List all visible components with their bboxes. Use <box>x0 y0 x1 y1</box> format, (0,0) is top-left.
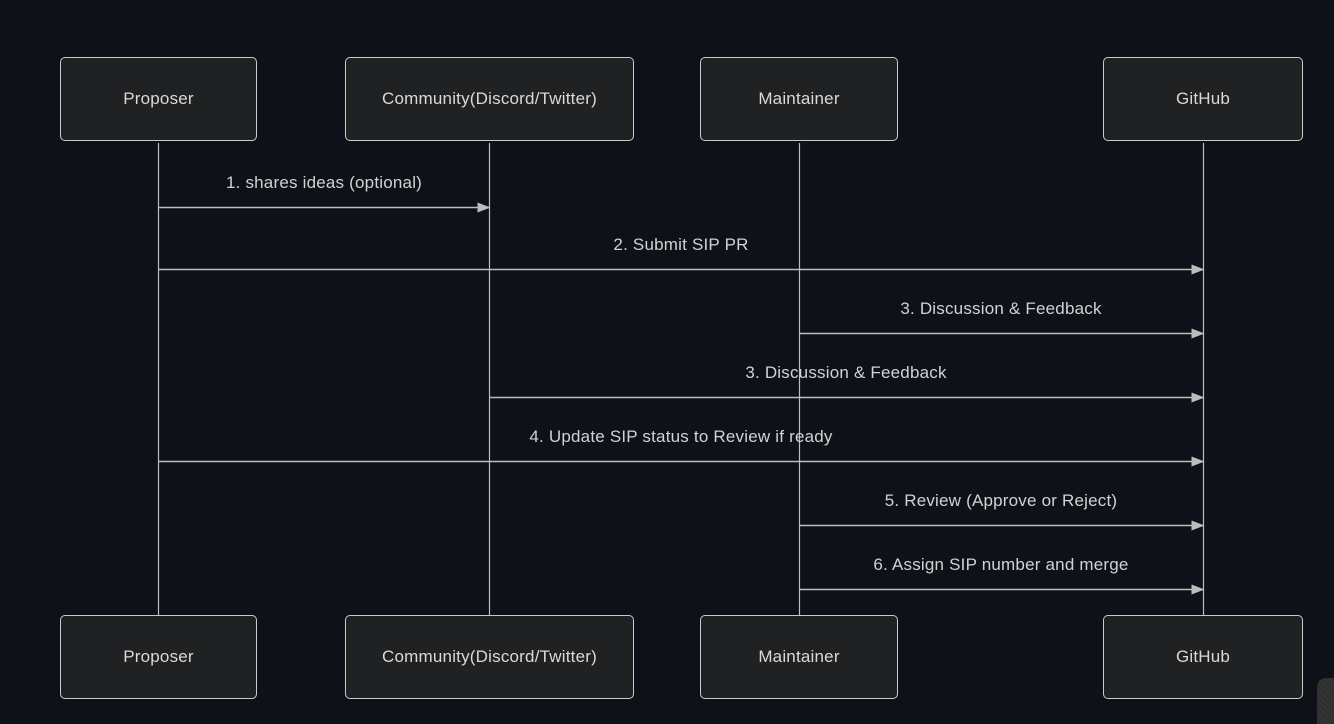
actor-top-community: Community(Discord/Twitter) <box>345 57 634 141</box>
message-label-6: 5. Review (Approve or Reject) <box>884 491 1118 510</box>
message-label-1: 1. shares ideas (optional) <box>225 173 423 192</box>
actor-top-github: GitHub <box>1103 57 1303 141</box>
actor-label: Community(Discord/Twitter) <box>382 89 597 108</box>
actor-label: Maintainer <box>758 89 840 108</box>
actor-bottom-proposer: Proposer <box>60 615 257 699</box>
actor-top-proposer: Proposer <box>60 57 257 141</box>
message-label-7: 6. Assign SIP number and merge <box>873 555 1129 574</box>
scrollbar-thumb[interactable] <box>1317 678 1334 724</box>
actor-bottom-maintainer: Maintainer <box>700 615 898 699</box>
actor-bottom-github: GitHub <box>1103 615 1303 699</box>
actor-label: GitHub <box>1175 647 1231 666</box>
actor-bottom-community: Community(Discord/Twitter) <box>345 615 634 699</box>
message-label-5: 4. Update SIP status to Review if ready <box>529 427 833 446</box>
message-label-3: 3. Discussion & Feedback <box>900 299 1102 318</box>
message-label-4: 3. Discussion & Feedback <box>745 363 947 382</box>
message-label-2: 2. Submit SIP PR <box>613 235 749 254</box>
actor-label: Proposer <box>123 647 194 666</box>
actor-label: Proposer <box>123 89 194 108</box>
actor-label: Community(Discord/Twitter) <box>382 647 597 666</box>
actor-top-maintainer: Maintainer <box>700 57 898 141</box>
actor-label: GitHub <box>1175 89 1231 108</box>
actor-label: Maintainer <box>758 647 840 666</box>
